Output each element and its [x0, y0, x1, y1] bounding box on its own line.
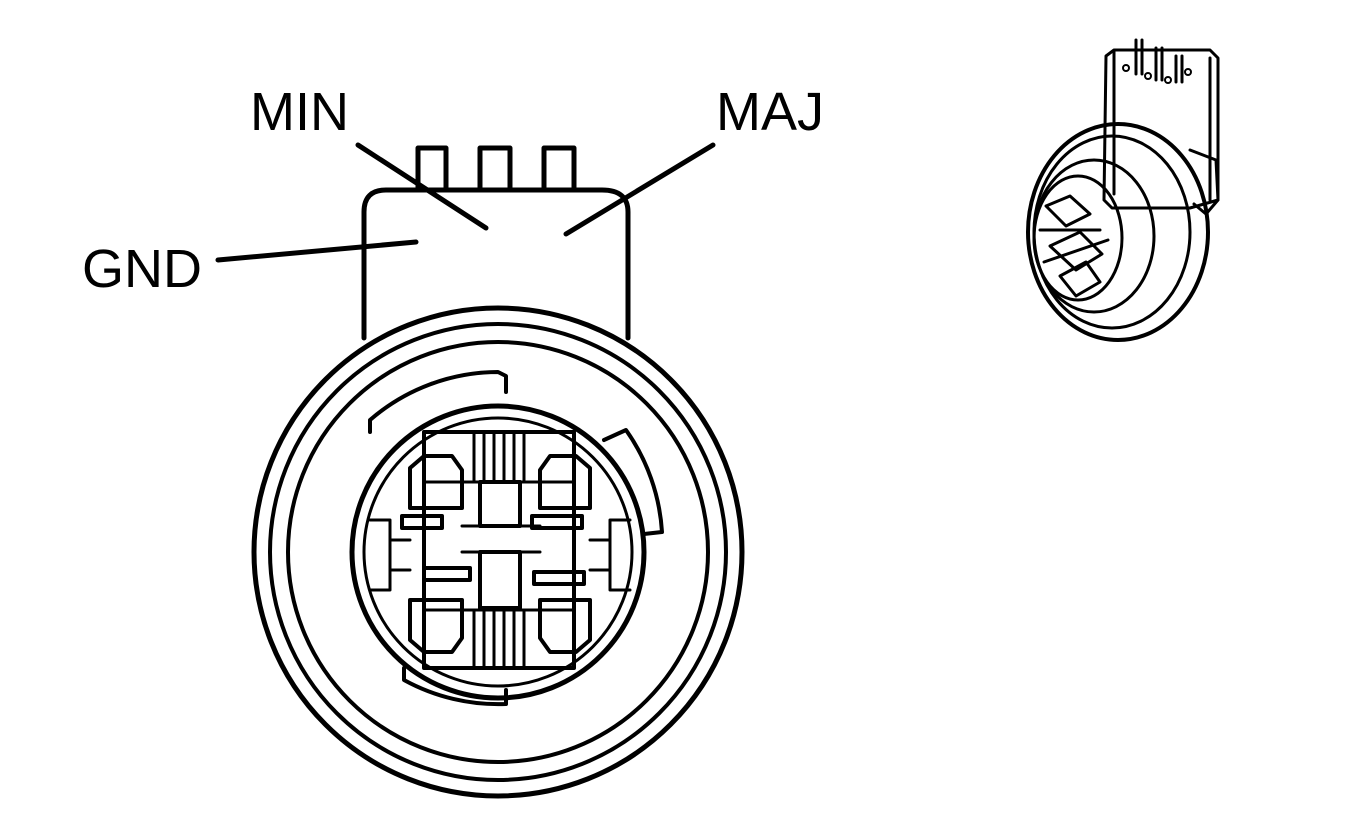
contact-bottom-right — [532, 570, 592, 654]
iso-pin-hole-4 — [1184, 68, 1192, 76]
center-post-bottom — [478, 550, 522, 610]
terminal-frame — [422, 430, 576, 670]
contact-bottom-left — [408, 566, 472, 654]
contact-top-right — [530, 454, 592, 530]
terminal-ribs-bottom — [472, 608, 526, 670]
iso-socket — [1032, 174, 1124, 302]
terminal-side-stubs — [368, 518, 632, 592]
terminal-block — [368, 430, 632, 670]
iso-terminals — [1038, 194, 1110, 298]
outer-ring — [251, 305, 745, 799]
iso-pin-hole-2 — [1144, 72, 1152, 80]
terminal-dividers — [422, 480, 576, 612]
iso-side-block — [1188, 148, 1220, 216]
socket-cavity-inner — [362, 416, 634, 688]
iso-pin-hole-1 — [1122, 64, 1130, 72]
keying-arc-bottom — [402, 666, 508, 707]
iso-outer-ring — [1026, 122, 1210, 342]
contact-top-left — [400, 454, 464, 530]
connector-iso-view — [1026, 38, 1220, 342]
center-post-top — [478, 480, 522, 528]
middle-ring — [286, 340, 710, 764]
label-gnd: GND — [82, 239, 202, 299]
label-maj: MAJ — [716, 82, 824, 142]
keying-arc-top — [368, 370, 508, 434]
leader-line-gnd — [215, 239, 419, 263]
outer-ring-inner-edge — [268, 322, 728, 782]
leader-line-min — [355, 142, 489, 231]
socket-cavity — [349, 403, 647, 701]
locking-tab — [602, 428, 664, 536]
terminal-ribs-top — [472, 430, 526, 484]
connector-front-view — [251, 145, 745, 799]
iso-pins — [1134, 38, 1184, 84]
terminal-pins — [415, 145, 577, 193]
iso-pin-hole-3 — [1164, 76, 1172, 84]
label-min: MIN — [250, 82, 349, 142]
leader-line-maj — [563, 142, 716, 237]
connector-housing — [361, 187, 631, 341]
